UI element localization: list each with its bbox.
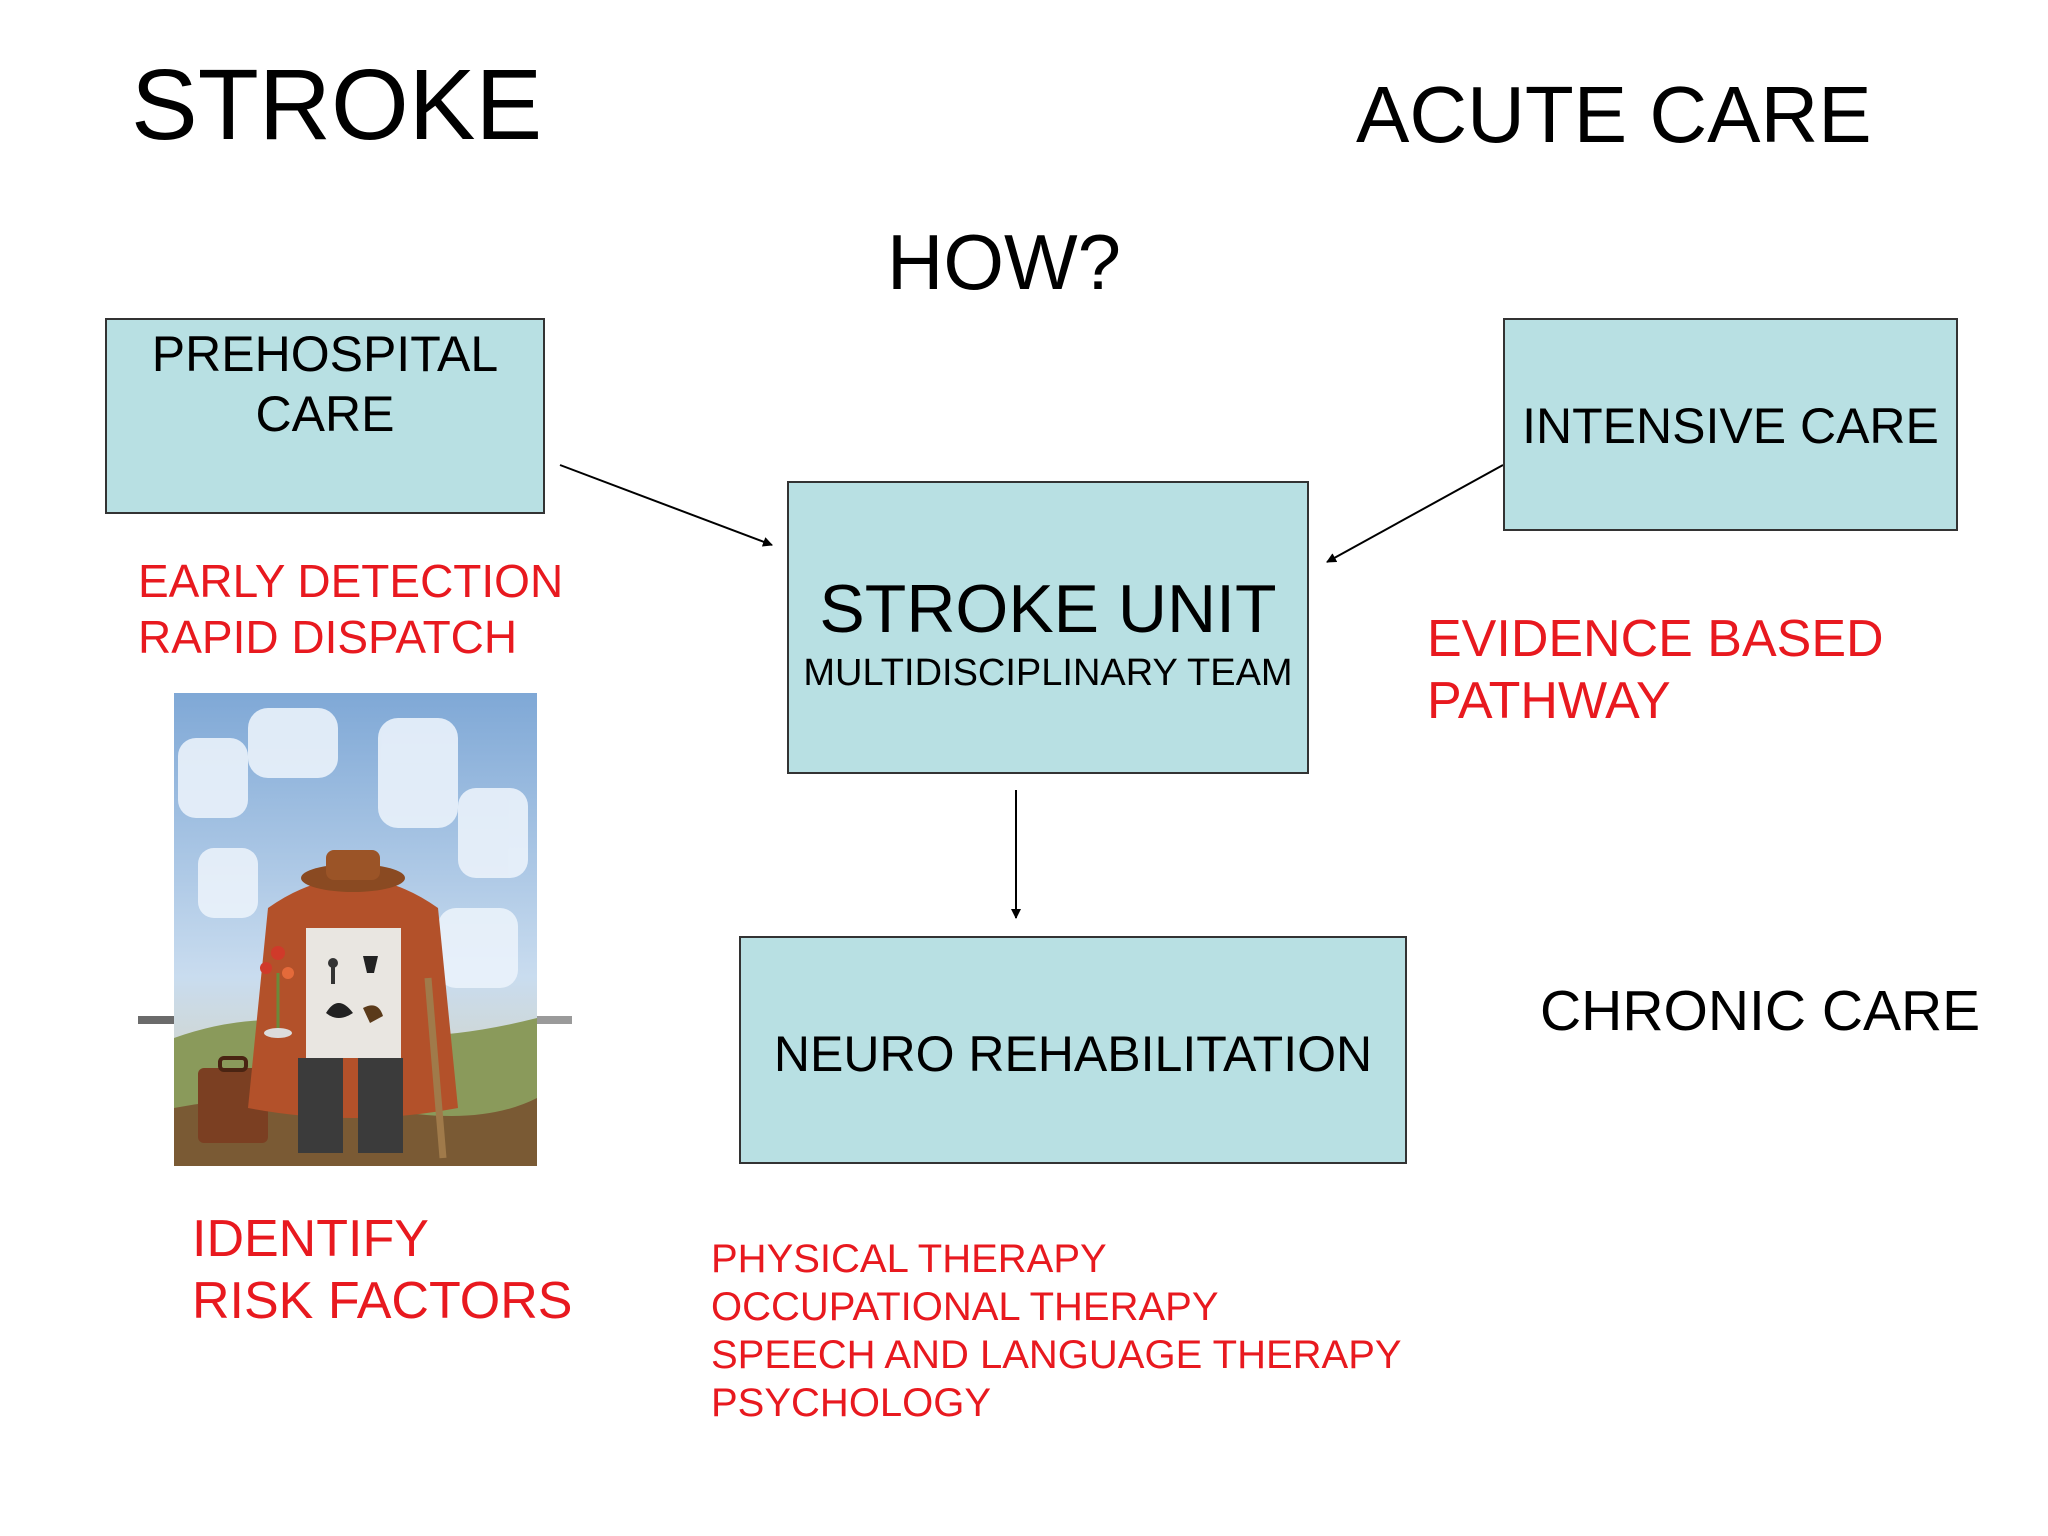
neuro-rehabilitation-label: NEURO REHABILITATION: [773, 1026, 1373, 1082]
acute-care-heading: ACUTE CARE: [1356, 70, 1872, 159]
early-detection-note: EARLY DETECTION RAPID DISPATCH: [138, 555, 564, 663]
how-heading: HOW?: [887, 218, 1121, 306]
stroke-unit-box: STROKE UNIT MULTIDISCIPLINARY TEAM: [787, 481, 1309, 774]
list-item: PHYSICAL THERAPY: [711, 1237, 1107, 1281]
surreal-painting-image: [174, 693, 537, 1166]
neuro-rehabilitation-box: NEURO REHABILITATION: [739, 936, 1407, 1164]
risk-factors-note: IDENTIFY RISK FACTORS: [192, 1210, 573, 1330]
prehospital-care-box: PREHOSPITAL CARE: [105, 318, 545, 514]
chronic-care-label: CHRONIC CARE: [1540, 979, 1981, 1043]
evidence-based-note: EVIDENCE BASED PATHWAY: [1427, 610, 1884, 730]
arrow-prehospital-to-stroke-unit: [559, 464, 773, 547]
divider: [532, 1016, 572, 1024]
stroke-unit-label: STROKE UNIT: [819, 571, 1277, 647]
list-item: SPEECH AND LANGUAGE THERAPY: [711, 1333, 1402, 1377]
divider: [138, 1016, 178, 1024]
intensive-care-label: INTENSIVE CARE: [1522, 398, 1939, 454]
list-item: OCCUPATIONAL THERAPY: [711, 1285, 1219, 1329]
list-item: PSYCHOLOGY: [711, 1381, 992, 1425]
arrow-intensive-to-stroke-unit: [1326, 464, 1504, 563]
therapies-list: PHYSICAL THERAPY OCCUPATIONAL THERAPY SP…: [711, 1235, 1402, 1427]
multidisciplinary-team-label: MULTIDISCIPLINARY TEAM: [803, 652, 1293, 694]
prehospital-care-label: PREHOSPITAL CARE: [151, 326, 499, 442]
page-title: STROKE: [131, 49, 543, 161]
intensive-care-box: INTENSIVE CARE: [1503, 318, 1958, 531]
